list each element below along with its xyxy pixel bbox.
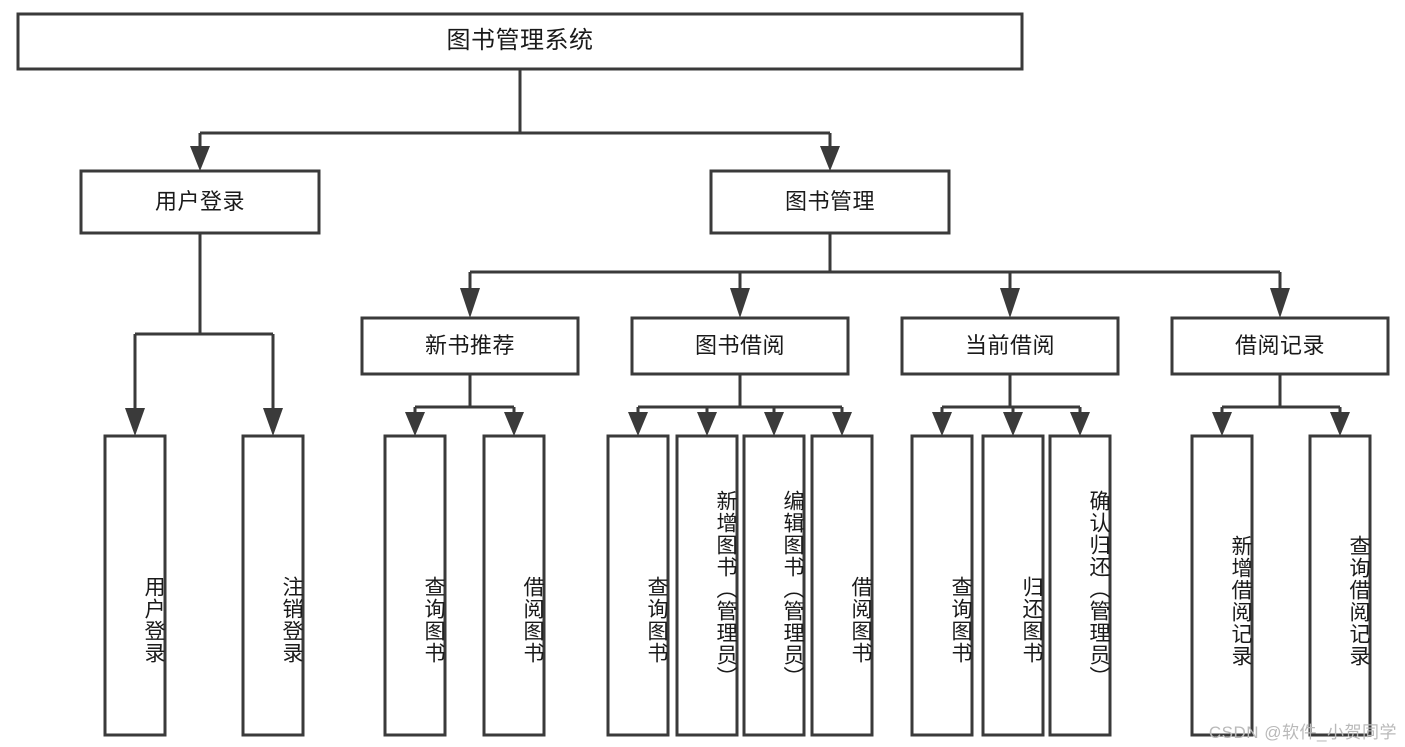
node-box-leaf-query-book-rec[interactable] bbox=[383, 434, 447, 737]
arrow-head-leaf-return-book bbox=[1003, 412, 1023, 436]
arrow-head-leaf-add-borrow-record bbox=[1212, 412, 1232, 436]
node-boxes bbox=[16, 12, 1390, 737]
arrow-head-leaf-query-borrow-record bbox=[1330, 412, 1350, 436]
arrow-head-leaf-confirm-return-admin bbox=[1070, 412, 1090, 436]
node-box-current-borrow[interactable] bbox=[900, 316, 1120, 376]
arrow-head-borrow-record bbox=[1270, 288, 1290, 318]
node-box-root[interactable] bbox=[16, 12, 1024, 71]
node-box-leaf-query-borrow-record[interactable] bbox=[1308, 434, 1372, 737]
edge-group-bookborrow-to-leaves bbox=[628, 374, 852, 436]
arrow-head-user-login bbox=[190, 146, 210, 171]
node-box-leaf-borrow-book[interactable] bbox=[810, 434, 874, 737]
arrow-head-leaf-query-book-borrow bbox=[628, 412, 648, 436]
node-box-book-borrow[interactable] bbox=[630, 316, 850, 376]
node-box-leaf-query-book-borrow[interactable] bbox=[606, 434, 670, 737]
node-box-user-login[interactable] bbox=[79, 169, 321, 235]
arrow-head-current-borrow bbox=[1000, 288, 1020, 318]
node-box-book-manage[interactable] bbox=[709, 169, 951, 235]
edge-group-newbook-to-leaves bbox=[405, 374, 524, 436]
edge-group-bookmanage-to-level3 bbox=[460, 233, 1290, 318]
arrow-head-leaf-query-book-rec bbox=[405, 412, 425, 436]
node-box-leaf-user-login[interactable] bbox=[103, 434, 167, 737]
edge-group-root-to-level2 bbox=[190, 69, 840, 171]
arrow-head-leaf-borrow-book bbox=[832, 412, 852, 436]
arrow-head-book-borrow bbox=[730, 288, 750, 318]
arrow-head-book-manage bbox=[820, 146, 840, 171]
node-box-leaf-confirm-return-admin[interactable] bbox=[1048, 434, 1112, 737]
edge-group-currentborrow-to-leaves bbox=[932, 374, 1090, 436]
node-box-leaf-query-book-current[interactable] bbox=[910, 434, 974, 737]
node-box-leaf-borrow-book-rec[interactable] bbox=[482, 434, 546, 737]
node-box-leaf-logout-login[interactable] bbox=[241, 434, 305, 737]
arrow-head-new-book-recommend bbox=[460, 288, 480, 318]
arrow-head-leaf-logout-login bbox=[263, 408, 283, 436]
edge-group-borrowrecord-to-leaves bbox=[1212, 374, 1350, 436]
arrow-head-leaf-edit-book-admin bbox=[764, 412, 784, 436]
arrow-head-leaf-user-login bbox=[125, 408, 145, 436]
node-box-leaf-return-book[interactable] bbox=[981, 434, 1045, 737]
arrow-head-leaf-borrow-book-rec bbox=[504, 412, 524, 436]
edge-group-userlogin-to-leaves bbox=[125, 233, 283, 436]
arrow-head-leaf-query-book-current bbox=[932, 412, 952, 436]
node-box-borrow-record[interactable] bbox=[1170, 316, 1390, 376]
node-box-new-book-recommend[interactable] bbox=[360, 316, 580, 376]
arrow-head-leaf-add-book-admin bbox=[697, 412, 717, 436]
node-box-leaf-edit-book-admin[interactable] bbox=[742, 434, 806, 737]
node-box-leaf-add-borrow-record[interactable] bbox=[1190, 434, 1254, 737]
node-box-leaf-add-book-admin[interactable] bbox=[675, 434, 739, 737]
